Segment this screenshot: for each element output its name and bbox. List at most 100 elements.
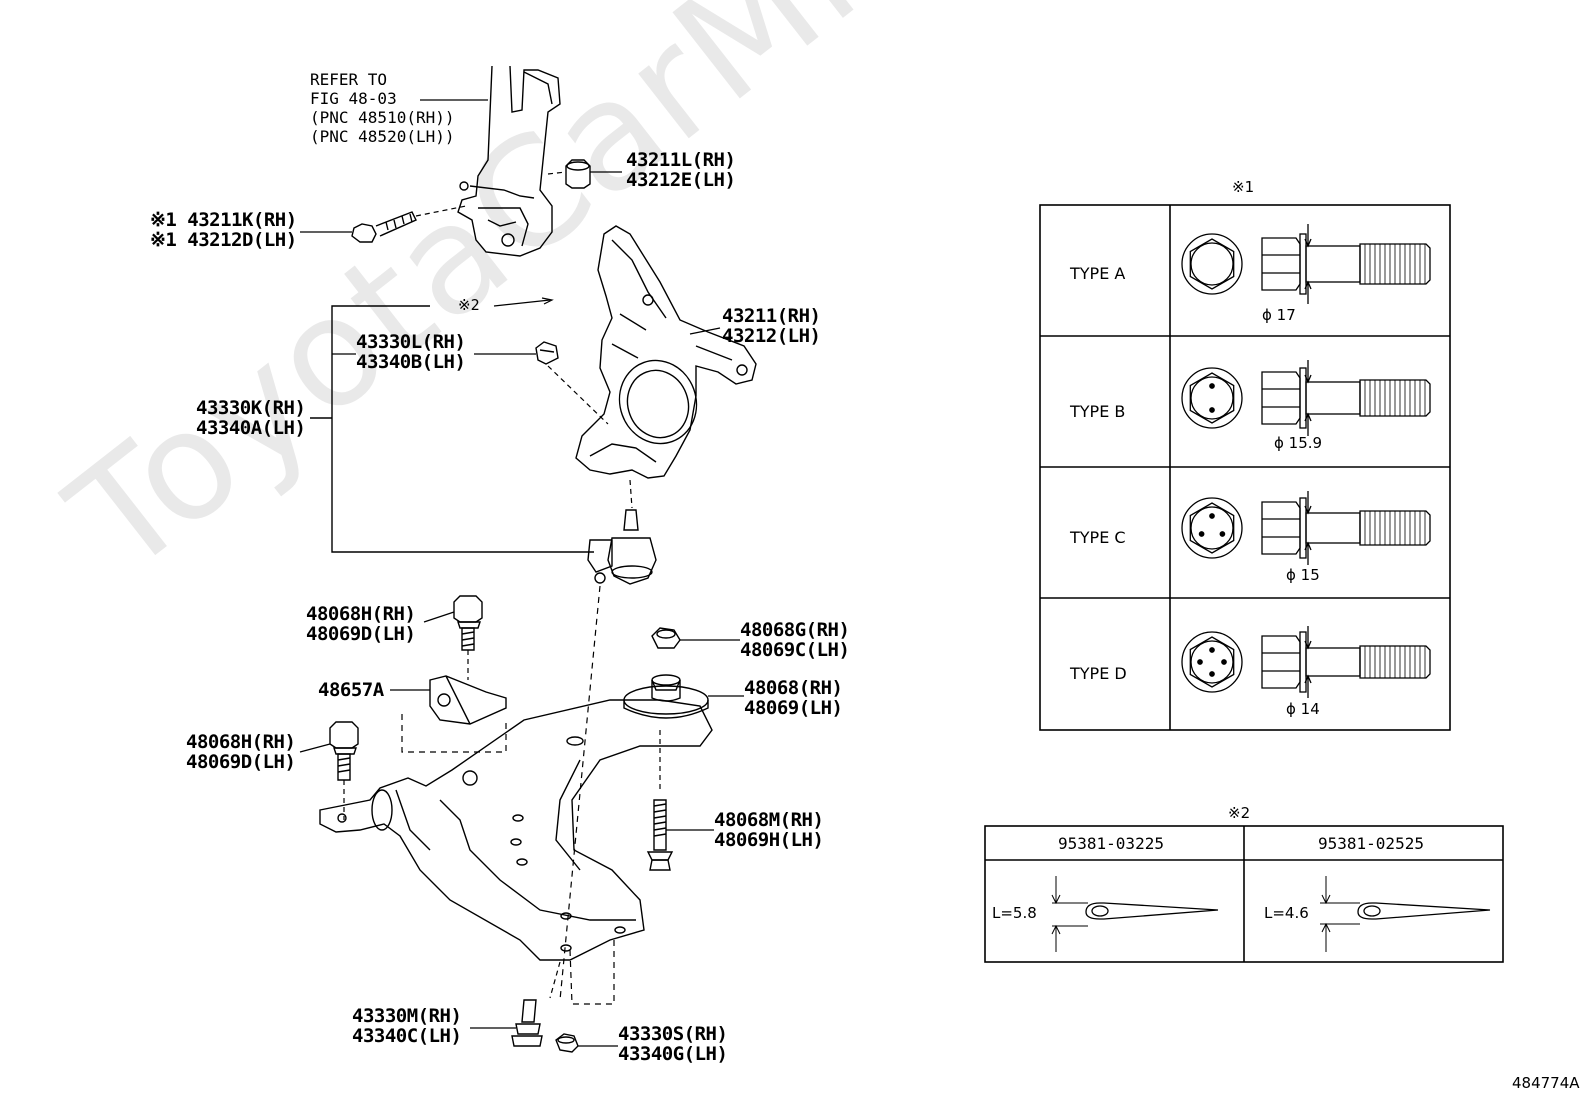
part-label-48069d-lh-lower: 48069D(LH): [186, 751, 296, 773]
dimension-arrow: [1304, 280, 1312, 290]
type-c-diameter: ϕ 15: [1286, 566, 1320, 584]
bolt-face-inner: [1190, 242, 1234, 286]
table-cotter-pins: [984, 825, 1504, 963]
bolt-face-inner: [1190, 376, 1234, 420]
bolt-shank: [1305, 381, 1361, 415]
bolt-face-outer: [1181, 497, 1243, 559]
table-bolt-drawings: [1181, 224, 1431, 698]
nut-43211l: [565, 159, 591, 189]
bolt-shank: [1305, 512, 1361, 544]
table-bolt-types: [1039, 204, 1451, 731]
type-c-label: TYPE C: [1070, 528, 1126, 547]
bolt-48068m: [646, 799, 674, 871]
refer-note-line4: (PNC 48520(LH)): [310, 127, 455, 146]
bolt-face-hex: [1189, 502, 1235, 554]
part-label-43330l-rh: 43330L(RH): [356, 331, 466, 353]
bolt-face-hex: [1189, 372, 1235, 424]
part-label-48068h-rh-lower: 48068H(RH): [186, 731, 296, 753]
refer-note-line1: REFER TO: [310, 70, 388, 89]
bolt-48068h-lower: [329, 721, 359, 781]
type-a-label: TYPE A: [1070, 264, 1126, 283]
nut-43330s: [555, 1033, 579, 1053]
bolt-43211k: [351, 211, 417, 243]
part-label-43212e-lh: 43212E(LH): [626, 169, 736, 191]
note2-mark: ※2: [458, 296, 480, 314]
part-label-43211l-rh: 43211L(RH): [626, 149, 736, 171]
dimension-arrow: [1304, 674, 1312, 684]
bolt-flange: [1299, 367, 1307, 429]
bolt-id-dot: [1209, 513, 1215, 519]
lower-control-arm: [319, 699, 713, 961]
nut-48068g: [651, 627, 681, 649]
refer-note-line3: (PNC 48510(RH)): [310, 108, 455, 127]
bolt-face-outer: [1181, 367, 1243, 429]
bolt-thread: [1359, 645, 1431, 679]
bolt-thread: [1359, 243, 1431, 285]
bolt-face-inner: [1190, 506, 1234, 550]
bolt-face-outer: [1181, 631, 1243, 693]
bolt-43330m: [511, 999, 543, 1047]
type-b-label: TYPE B: [1070, 402, 1126, 421]
type-b-diameter: ϕ 15.9: [1274, 434, 1323, 452]
type-d-label: TYPE D: [1070, 664, 1127, 683]
bolt-side-head: [1261, 371, 1301, 425]
part-label-48068m-rh: 48068M(RH): [714, 809, 824, 831]
part-label-48068h-rh-upper: 48068H(RH): [306, 603, 416, 625]
cotter-pin-length-1: L=5.8: [992, 904, 1037, 922]
bolt-id-dot: [1209, 407, 1215, 413]
cotter-pin-part-2: 95381-02525: [1318, 834, 1424, 853]
bolt-flange: [1299, 233, 1307, 295]
part-label-48069c-lh: 48069C(LH): [740, 639, 850, 661]
part-label-48068g-rh: 48068G(RH): [740, 619, 850, 641]
cotter-pin-43330l: [535, 341, 559, 365]
part-label-43340a-lh: 43340A(LH): [196, 417, 306, 439]
part-label-43330m-rh: 43330M(RH): [352, 1005, 462, 1027]
type-d-diameter: ϕ 14: [1286, 700, 1320, 718]
bolt-id-dot: [1221, 659, 1227, 665]
cotter-pin-length-2: L=4.6: [1264, 904, 1309, 922]
bolt-id-dot: [1209, 647, 1215, 653]
bolt-face-hex: [1189, 636, 1235, 688]
dimension-arrow: [1304, 541, 1312, 551]
table-cotter-pin-drawings: [1051, 876, 1491, 952]
part-label-48068-rh: 48068(RH): [744, 677, 843, 699]
bolt-side-head: [1261, 237, 1301, 291]
type-a-diameter: ϕ 17: [1262, 306, 1296, 324]
bolt-face-hex: [1189, 238, 1235, 290]
figure-id: 484774A: [1512, 1074, 1580, 1092]
part-label-43211-rh: 43211(RH): [722, 305, 821, 327]
part-label-48069-lh: 48069(LH): [744, 697, 843, 719]
refer-note-line2: FIG 48-03: [310, 89, 397, 108]
part-label-43212-lh: 43212(LH): [722, 325, 821, 347]
part-label-43211k-rh: ※1 43211K(RH): [150, 209, 297, 231]
part-label-43212d-lh: ※1 43212D(LH): [150, 229, 297, 251]
bolt-side-head: [1261, 635, 1301, 689]
note1-mark: ※1: [1232, 178, 1255, 196]
steering-knuckle: [575, 225, 757, 479]
strut-assembly: [457, 65, 561, 257]
dimension-arrow: [1304, 505, 1312, 515]
part-label-43330k-rh: 43330K(RH): [196, 397, 306, 419]
bolt-id-dot: [1219, 531, 1226, 537]
dimension-arrow: [1304, 238, 1312, 248]
dimension-arrow: [1304, 374, 1312, 384]
bolt-id-dot: [1197, 659, 1203, 665]
bolt-shank: [1305, 245, 1361, 283]
part-label-43340b-lh: 43340B(LH): [356, 351, 466, 373]
part-label-43340c-lh: 43340C(LH): [352, 1025, 462, 1047]
bushing-48068: [623, 674, 709, 719]
bolt-id-dot: [1209, 671, 1215, 677]
bolt-face-outer: [1181, 233, 1243, 295]
bolt-id-dot: [1198, 531, 1205, 537]
part-label-48657a: 48657A: [318, 679, 384, 701]
bolt-thread: [1359, 379, 1431, 417]
bolt-id-dot: [1209, 383, 1215, 389]
ball-joint: [587, 509, 657, 585]
dimension-arrow: [1304, 412, 1312, 422]
bolt-side-head: [1261, 501, 1301, 555]
cotter-pin-part-1: 95381-03225: [1058, 834, 1164, 853]
note2-table-mark: ※2: [1228, 804, 1251, 822]
part-label-43340g-lh: 43340G(LH): [618, 1043, 728, 1065]
